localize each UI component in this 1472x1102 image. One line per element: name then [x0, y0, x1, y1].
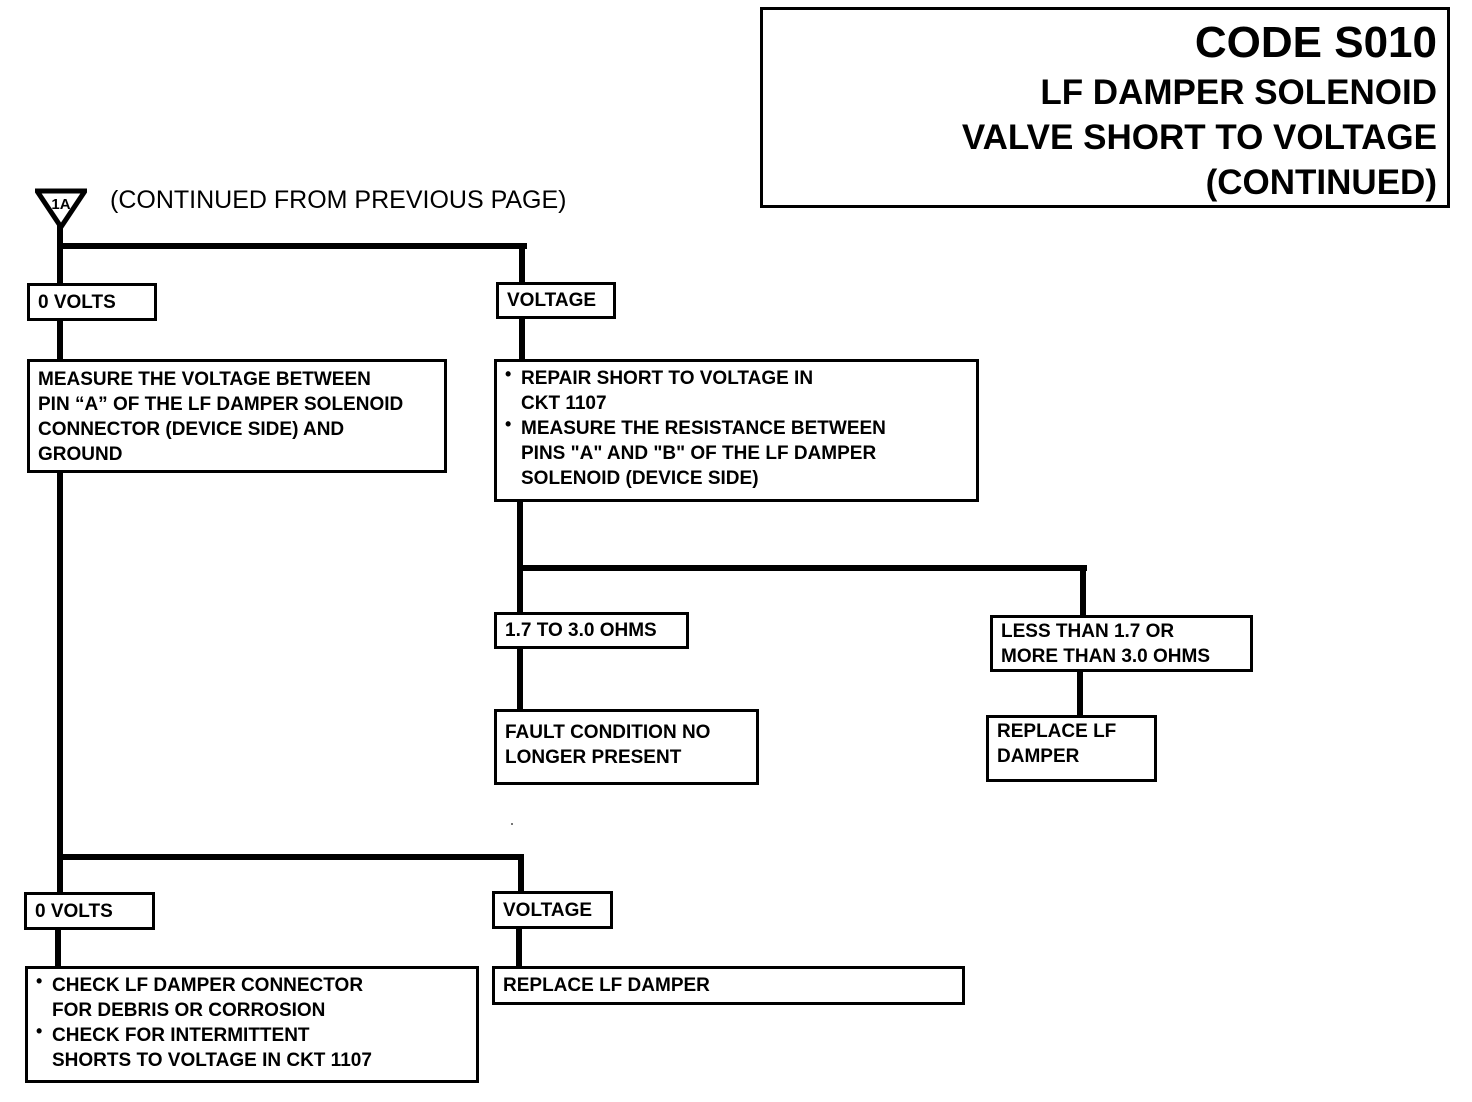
replace-damper-final-box: REPLACE LF DAMPER: [492, 966, 965, 1005]
ohms-in-range-result-box: 1.7 TO 3.0 OHMS: [494, 612, 689, 649]
title-block: CODE S010 LF DAMPER SOLENOID VALVE SHORT…: [760, 7, 1450, 208]
fault-not-present-line: FAULT CONDITION NO: [505, 722, 711, 743]
title-line-1: LF DAMPER SOLENOID: [1040, 73, 1437, 112]
repair-short-text: REPAIR SHORT TO VOLTAGE IN: [521, 368, 814, 389]
voltage-label: VOLTAGE: [507, 290, 597, 311]
measure-voltage-line: PIN “A” OF THE LF DAMPER SOLENOID: [38, 394, 404, 415]
voltage-recheck-label: VOLTAGE: [503, 900, 593, 921]
code-title: CODE S010: [1194, 18, 1437, 67]
flow-line: [517, 500, 523, 616]
measure-resistance-bullet: MEASURE THE RESISTANCE BETWEEN PINS "A" …: [505, 412, 968, 491]
flow-line: [57, 854, 524, 860]
title-line-3: (CONTINUED): [1205, 163, 1437, 202]
voltage-result-box: VOLTAGE: [496, 282, 616, 319]
flow-line: [519, 243, 525, 283]
flow-line: [1080, 565, 1086, 616]
flow-line: [57, 243, 527, 249]
check-connector-text: FOR DEBRIS OR CORROSION: [52, 1000, 326, 1021]
replace-damper-final-label: REPLACE LF DAMPER: [503, 975, 710, 996]
flow-line: [55, 927, 61, 969]
flow-line: [517, 646, 523, 710]
zero-volts-label: 0 VOLTS: [38, 292, 116, 313]
measure-voltage-line: CONNECTOR (DEVICE SIDE) AND: [38, 419, 345, 440]
flow-line: [1077, 669, 1083, 717]
flow-line: [57, 224, 63, 286]
title-line-2: VALVE SHORT TO VOLTAGE: [961, 118, 1437, 157]
zero-volts-recheck-result-box: 0 VOLTS: [24, 892, 155, 930]
flow-line: [57, 318, 63, 362]
measure-voltage-line: GROUND: [38, 444, 123, 465]
replace-damper-box: REPLACE LF DAMPER: [986, 715, 1157, 782]
measure-voltage-step-box: MEASURE THE VOLTAGE BETWEEN PIN “A” OF T…: [27, 359, 447, 473]
measure-resistance-text: PINS "A" AND "B" OF THE LF DAMPER: [521, 443, 877, 464]
check-intermittent-bullet: CHECK FOR INTERMITTENT SHORTS TO VOLTAGE…: [36, 1019, 468, 1073]
fault-not-present-line: LONGER PRESENT: [505, 747, 682, 768]
repair-short-step-box: REPAIR SHORT TO VOLTAGE IN CKT 1107 MEAS…: [494, 359, 979, 502]
ohms-out-of-range-result-box: LESS THAN 1.7 OR MORE THAN 3.0 OHMS: [990, 615, 1253, 672]
repair-short-bullet-list: REPAIR SHORT TO VOLTAGE IN CKT 1107 MEAS…: [505, 362, 968, 491]
flow-line: [519, 316, 525, 362]
check-connector-text: CHECK LF DAMPER CONNECTOR: [52, 975, 364, 996]
flow-line: [518, 854, 524, 894]
flow-line: [57, 470, 63, 896]
voltage-recheck-result-box: VOLTAGE: [492, 891, 613, 929]
repair-short-bullet: REPAIR SHORT TO VOLTAGE IN CKT 1107: [505, 362, 968, 416]
connector-label: 1A: [51, 196, 70, 213]
check-intermittent-text: CHECK FOR INTERMITTENT: [52, 1025, 310, 1046]
zero-volts-recheck-label: 0 VOLTS: [35, 901, 113, 922]
measure-resistance-text: SOLENOID (DEVICE SIDE): [521, 468, 759, 489]
flow-line: [517, 565, 1087, 571]
fault-not-present-box: FAULT CONDITION NO LONGER PRESENT: [494, 709, 759, 785]
measure-resistance-text: MEASURE THE RESISTANCE BETWEEN: [521, 418, 886, 439]
check-connector-bullet-list: CHECK LF DAMPER CONNECTOR FOR DEBRIS OR …: [36, 969, 468, 1073]
flow-line: [516, 927, 522, 969]
scan-speck: [511, 823, 513, 825]
ohms-out-of-range-line: MORE THAN 3.0 OHMS: [1001, 646, 1211, 667]
replace-damper-line: DAMPER: [997, 746, 1080, 767]
measure-voltage-line: MEASURE THE VOLTAGE BETWEEN: [38, 369, 371, 390]
check-intermittent-text: SHORTS TO VOLTAGE IN CKT 1107: [52, 1050, 372, 1071]
continued-from-previous-text: (CONTINUED FROM PREVIOUS PAGE): [110, 186, 567, 214]
replace-damper-line: REPLACE LF: [997, 721, 1117, 742]
check-connector-bullet: CHECK LF DAMPER CONNECTOR FOR DEBRIS OR …: [36, 969, 468, 1023]
zero-volts-result-box: 0 VOLTS: [27, 283, 157, 321]
ohms-in-range-label: 1.7 TO 3.0 OHMS: [505, 620, 657, 641]
connector-triangle-icon: 1A: [35, 188, 87, 230]
repair-short-text: CKT 1107: [521, 393, 607, 414]
check-connector-step-box: CHECK LF DAMPER CONNECTOR FOR DEBRIS OR …: [25, 966, 479, 1083]
ohms-out-of-range-line: LESS THAN 1.7 OR: [1001, 621, 1175, 642]
